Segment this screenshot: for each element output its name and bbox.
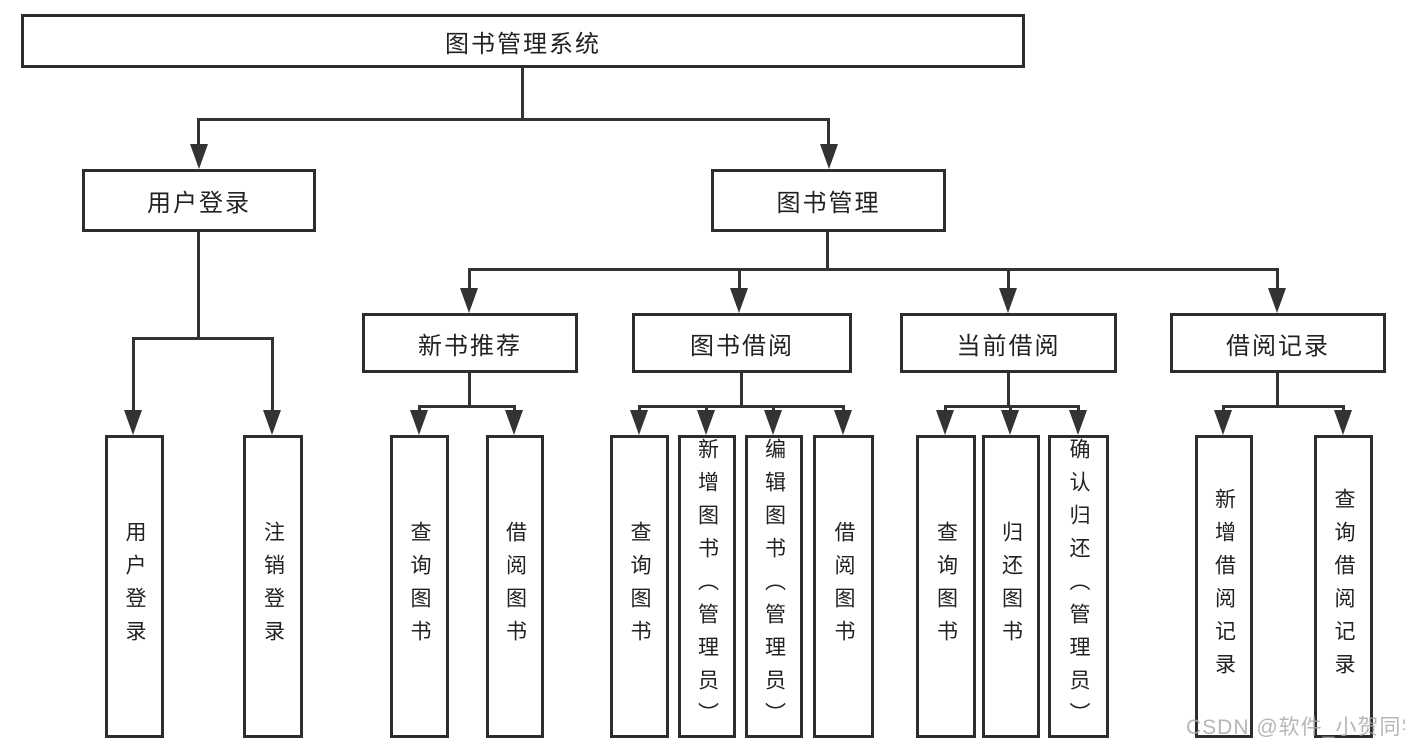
node-user-login: 用户登录 (82, 169, 316, 232)
node-current-borrow: 当前借阅 (900, 313, 1117, 373)
arrow-down-icon (263, 410, 281, 435)
arrow-down-icon (505, 410, 523, 435)
arrow-down-icon (1214, 410, 1232, 435)
leaf-query-borrow-record: 查询借阅记录 (1314, 435, 1373, 738)
leaf-stem-line (1342, 405, 1345, 413)
arrow-down-icon (1268, 288, 1286, 313)
leaf-user-login: 用户登录 (105, 435, 164, 738)
leaf-stem-line (513, 405, 516, 413)
level3-stem-line (738, 268, 741, 292)
arrow-down-icon (190, 144, 208, 169)
current-borrow-hbar-line (944, 405, 1080, 408)
leaf-logout: 注销登录 (243, 435, 303, 738)
leaf-return-book-label: 归还图书 (999, 520, 1023, 653)
borrow-record-stem-line (1276, 373, 1279, 406)
leaf-stem-line (1077, 405, 1080, 413)
node-book-management: 图书管理 (711, 169, 946, 232)
node-book-management-label: 图书管理 (776, 190, 881, 217)
watermark: CSDN @软件_小贺同学 (1186, 716, 1405, 739)
book-borrow-hbar-line (638, 405, 845, 408)
leaf-confirm-return-admin: 确认归还（管理员） (1048, 435, 1109, 738)
arrow-down-icon (730, 288, 748, 313)
leaf-stem-line (772, 405, 775, 413)
leaf-add-borrow-record: 新增借阅记录 (1195, 435, 1253, 738)
node-current-borrow-label: 当前借阅 (956, 332, 1061, 360)
leaf-borrow-book: 借阅图书 (813, 435, 874, 738)
arrow-down-icon (834, 410, 852, 435)
leaf-add-borrow-record-label: 新增借阅记录 (1212, 487, 1236, 686)
leaf-edit-book-admin-label: 编辑图书（管理员） (762, 438, 786, 735)
leaf-query-book-label: 查询图书 (934, 520, 958, 653)
book-borrow-stem-line (740, 373, 743, 406)
leaf-stem-line (638, 405, 641, 413)
node-new-book-recommend: 新书推荐 (362, 313, 578, 373)
user-login-hbar-line (132, 337, 274, 340)
leaf-stem-line (944, 405, 947, 413)
leaf-borrow-book: 借阅图书 (486, 435, 544, 738)
book-management-stem-line (826, 232, 829, 269)
leaf-stem-line (1009, 405, 1012, 413)
leaf-stem-line (1222, 405, 1225, 413)
level3-hbar-line (468, 268, 1279, 271)
arrow-down-icon (124, 410, 142, 435)
leaf-add-book-admin-label: 新增图书（管理员） (695, 438, 719, 735)
leaf-borrow-book-label: 借阅图书 (503, 520, 527, 653)
level2-hbar-line (197, 118, 830, 121)
leaf-edit-book-admin: 编辑图书（管理员） (745, 435, 803, 738)
level2-right-stem-line (827, 118, 830, 148)
node-book-borrow: 图书借阅 (632, 313, 852, 373)
leaf-user-login-label: 用户登录 (123, 520, 146, 653)
leaf-return-book: 归还图书 (982, 435, 1040, 738)
new-book-recommend-stem-line (468, 373, 471, 406)
arrow-down-icon (1334, 410, 1352, 435)
user-login-leaf-stem-line (132, 337, 135, 413)
arrow-down-icon (460, 288, 478, 313)
leaf-stem-line (705, 405, 708, 413)
level2-left-stem-line (197, 118, 200, 148)
arrow-down-icon (936, 410, 954, 435)
leaf-logout-label: 注销登录 (261, 520, 285, 653)
level3-stem-line (1276, 268, 1279, 292)
leaf-add-book-admin: 新增图书（管理员） (678, 435, 736, 738)
level3-stem-line (468, 268, 471, 292)
level3-stem-line (1007, 268, 1010, 292)
leaf-stem-line (842, 405, 845, 413)
leaf-query-book-label: 查询图书 (408, 520, 431, 653)
node-root: 图书管理系统 (21, 14, 1025, 68)
current-borrow-stem-line (1007, 373, 1010, 406)
arrow-down-icon (630, 410, 648, 435)
arrow-down-icon (697, 410, 715, 435)
leaf-query-book-label: 查询图书 (628, 520, 651, 653)
node-book-borrow-label: 图书借阅 (690, 332, 794, 360)
node-borrow-record: 借阅记录 (1170, 313, 1386, 373)
arrow-down-icon (999, 288, 1017, 313)
leaf-confirm-return-admin-label: 确认归还（管理员） (1067, 438, 1090, 735)
user-login-stem-line (197, 232, 200, 338)
leaf-stem-line (418, 405, 421, 413)
arrow-down-icon (410, 410, 428, 435)
root-stem-line (521, 68, 524, 118)
leaf-query-book: 查询图书 (610, 435, 669, 738)
leaf-query-book: 查询图书 (390, 435, 449, 738)
node-user-login-label: 用户登录 (147, 190, 251, 217)
arrow-down-icon (1001, 410, 1019, 435)
borrow-record-hbar-line (1222, 405, 1345, 408)
new-book-recommend-hbar-line (418, 405, 516, 408)
arrow-down-icon (764, 410, 782, 435)
user-login-leaf-stem-line (271, 337, 274, 413)
leaf-query-book: 查询图书 (916, 435, 976, 738)
node-borrow-record-label: 借阅记录 (1226, 332, 1330, 360)
leaf-query-borrow-record-label: 查询借阅记录 (1332, 487, 1355, 686)
arrow-down-icon (1069, 410, 1087, 435)
node-new-book-recommend-label: 新书推荐 (418, 332, 522, 360)
arrow-down-icon (820, 144, 838, 169)
leaf-borrow-book-label: 借阅图书 (832, 520, 855, 653)
node-root-label: 图书管理系统 (445, 30, 601, 58)
